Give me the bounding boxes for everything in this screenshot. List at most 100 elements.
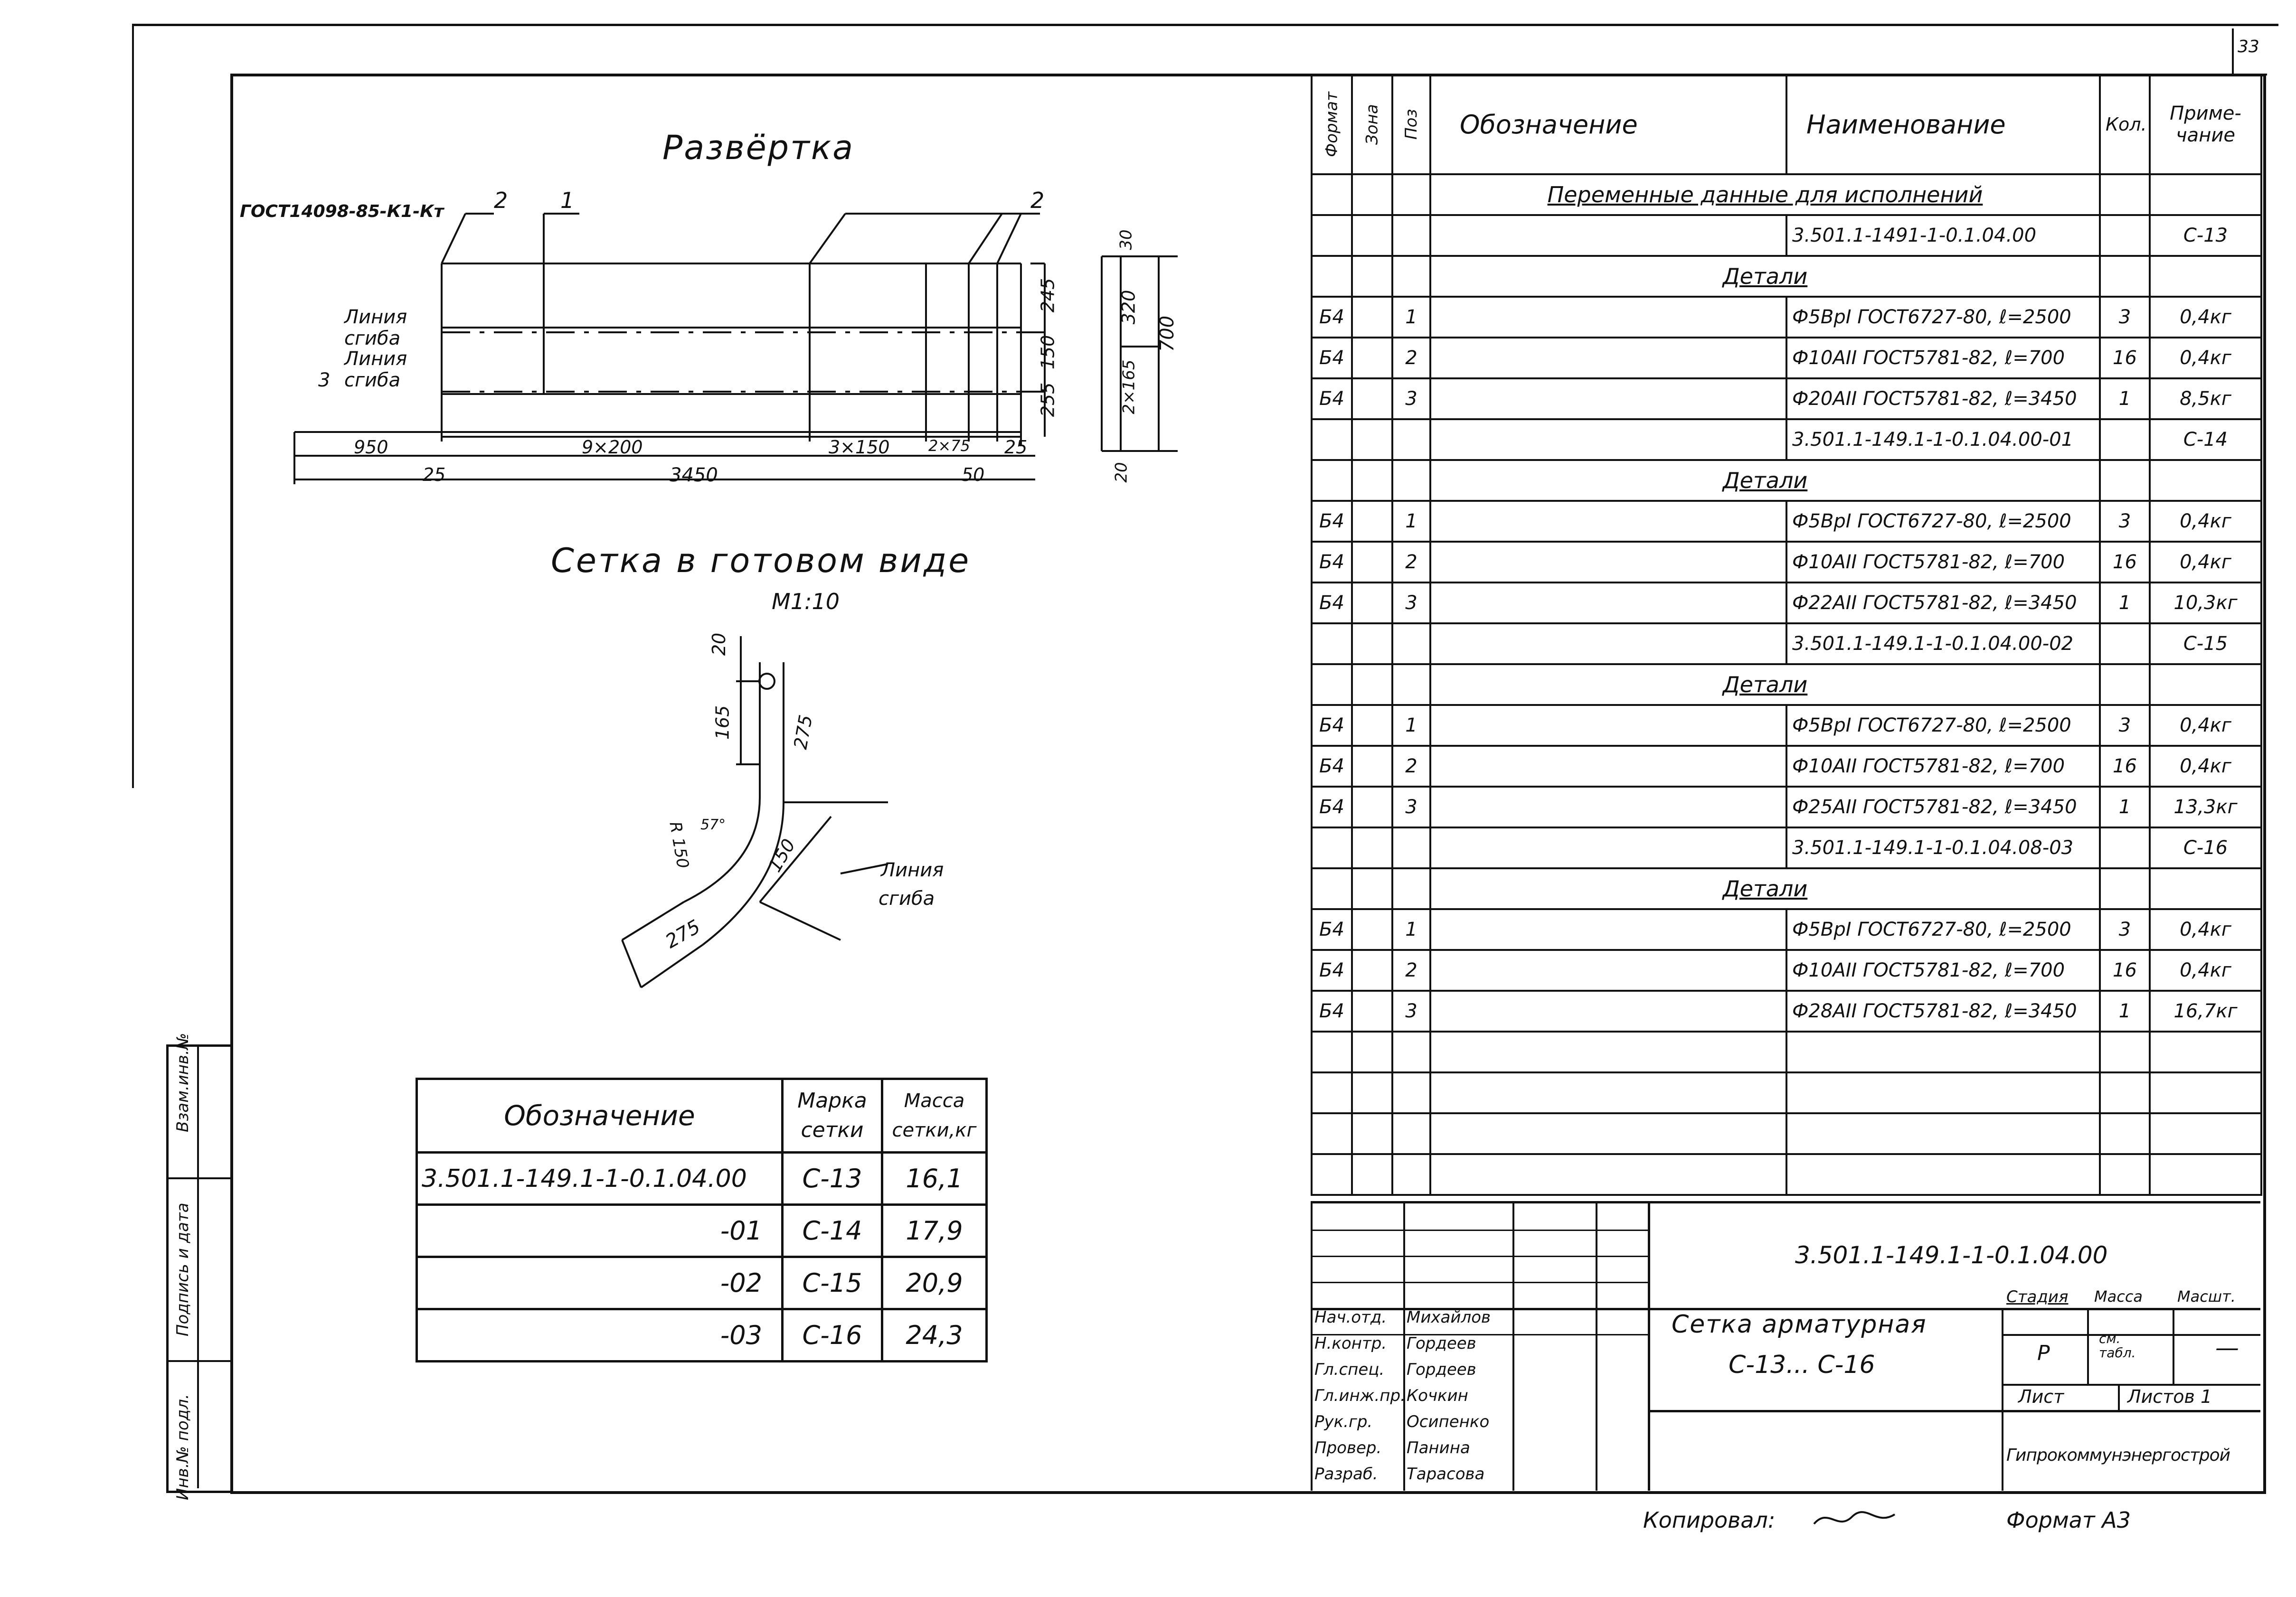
spec-header-format: Формат: [1312, 75, 1352, 174]
bend-line-2-b: сгиба: [344, 369, 401, 391]
spec-cell-format: Б4: [1311, 337, 1353, 379]
spec-cell-format: [1311, 827, 1353, 869]
spec-cell-note: С-15: [2149, 622, 2262, 665]
spec-cell-note: 0,4кг: [2149, 337, 2262, 379]
spec-header-qty: Кол.: [2099, 74, 2151, 175]
spec-cell-pos: [1391, 214, 1431, 257]
spec-cell-note: 0,4кг: [2149, 745, 2262, 788]
spec-cell-qty: [2099, 827, 2151, 869]
spec-cell-name: Ф20АII ГОСТ5781-82, ℓ=3450: [1786, 377, 2101, 420]
spec-row: Переменные данные для исполнений: [1311, 173, 2262, 216]
spec-cell-qty: 1: [2099, 990, 2151, 1033]
spec-cell-note: 13,3кг: [2149, 786, 2262, 828]
development-title: Развёртка: [662, 128, 855, 167]
spec-cell-format: Б4: [1311, 296, 1353, 338]
spec-cell-note: 8,5кг: [2149, 377, 2262, 420]
title-sheets-label: Листов 1: [2127, 1386, 2212, 1407]
spec-cell-note: 16,7кг: [2149, 990, 2262, 1033]
spec-cell-name: Ф5ВрI ГОСТ6727-80, ℓ=2500: [1786, 908, 2101, 951]
spec-cell-designation: [1429, 1071, 1787, 1114]
spec-cell-pos: 3: [1391, 377, 1431, 420]
spec-cell-zone: [1351, 827, 1393, 869]
spec-cell-zone: [1351, 214, 1393, 257]
spec-cell-designation: [1429, 1112, 1787, 1155]
callout-3: 3: [318, 369, 331, 391]
spec-row: [1311, 1031, 2262, 1073]
spec-cell-zone: [1351, 704, 1393, 747]
spec-cell-format: Б4: [1311, 541, 1353, 583]
spec-cell-pos: 2: [1391, 745, 1431, 788]
spec-cell-format: [1311, 418, 1353, 461]
spec-cell-note: 0,4кг: [2149, 949, 2262, 992]
spec-cell-note: 0,4кг: [2149, 500, 2262, 543]
spec-cell-zone: [1351, 990, 1393, 1033]
spec-cell-designation: [1429, 786, 1787, 828]
spec-header-pos: Поз: [1392, 75, 1430, 174]
spec-cell-designation: [1429, 827, 1787, 869]
signature-name: Гордеев: [1407, 1360, 1476, 1379]
spec-header-name: Наименование: [1786, 74, 2101, 175]
dim-side-30: 30: [1116, 229, 1136, 250]
dim-side-20: 20: [1112, 462, 1131, 483]
signature-role: Нач.отд.: [1314, 1308, 1387, 1327]
spec-cell-note: 0,4кг: [2149, 541, 2262, 583]
spec-row: Детали: [1311, 255, 2262, 298]
signature-role: Провер.: [1314, 1438, 1382, 1457]
dim-side-320: 320: [1118, 290, 1139, 325]
side-stamp-label-3: Инв.№ подл.: [173, 1394, 192, 1500]
spec-cell-qty: 16: [2099, 745, 2151, 788]
signature-role: Разраб.: [1314, 1465, 1378, 1484]
spec-cell-pos: 2: [1391, 949, 1431, 992]
spec-group-header: Детали: [1429, 459, 2101, 502]
mass-table: Обозначение Марка сетки Масса сетки,кг 3…: [416, 1078, 988, 1362]
title-mass-label: Масса: [2094, 1287, 2143, 1306]
spec-cell-pos: 3: [1391, 990, 1431, 1033]
bend-line-1-a: Линия: [344, 306, 407, 328]
spec-cell-pos: 2: [1391, 337, 1431, 379]
spec-cell-pos: 3: [1391, 582, 1431, 624]
spec-cell-designation: [1429, 990, 1787, 1033]
spec-cell-designation: [1429, 500, 1787, 543]
signature-name: Гордеев: [1407, 1334, 1476, 1353]
spec-cell-designation: [1429, 1153, 1787, 1196]
development-drawing: [293, 213, 1178, 484]
spec-row: [1311, 1153, 2262, 1196]
spec-cell-format: [1311, 1112, 1353, 1155]
title-stage-value: Р: [2037, 1341, 2050, 1365]
spec-cell-name: Ф10АII ГОСТ5781-82, ℓ=700: [1786, 541, 2101, 583]
spec-cell-zone: [1351, 377, 1393, 420]
spec-cell-name: 3.501.1-149.1-1-0.1.04.00-02: [1786, 622, 2101, 665]
signature-role: Гл.инж.пр.: [1314, 1386, 1406, 1405]
spec-cell-zone: [1351, 337, 1393, 379]
spec-table: Формат Зона Поз Обозначение Наименование…: [1311, 74, 2262, 1196]
copier-signature-icon: [1809, 1505, 1904, 1540]
spec-cell-format: Б4: [1311, 786, 1353, 828]
dim-950: 950: [354, 437, 388, 458]
spec-cell-pos: [1391, 1071, 1431, 1114]
mass-row-mass: 24,3: [881, 1308, 988, 1362]
spec-cell-zone: [1351, 1071, 1393, 1114]
spec-cell-zone: [1351, 296, 1393, 338]
callout-2-right: 2: [1030, 188, 1045, 213]
spec-cell-format: [1311, 1031, 1353, 1073]
spec-cell-pos: 1: [1391, 908, 1431, 951]
mass-row-designation: 3.501.1-149.1-1-0.1.04.00: [416, 1151, 784, 1206]
side-stamp-label-2: Подпись и дата: [173, 1202, 192, 1336]
spec-cell-format: Б4: [1311, 582, 1353, 624]
spec-cell-pos: [1391, 1112, 1431, 1155]
spec-cell-format: [1311, 1071, 1353, 1114]
spec-cell-zone: [1351, 786, 1393, 828]
spec-cell-qty: [2099, 1031, 2151, 1073]
spec-cell-qty: 1: [2099, 786, 2151, 828]
title-scale-label: Масшт.: [2177, 1287, 2236, 1306]
signature-name: Тарасова: [1407, 1465, 1485, 1484]
callout-2-left: 2: [494, 188, 508, 213]
